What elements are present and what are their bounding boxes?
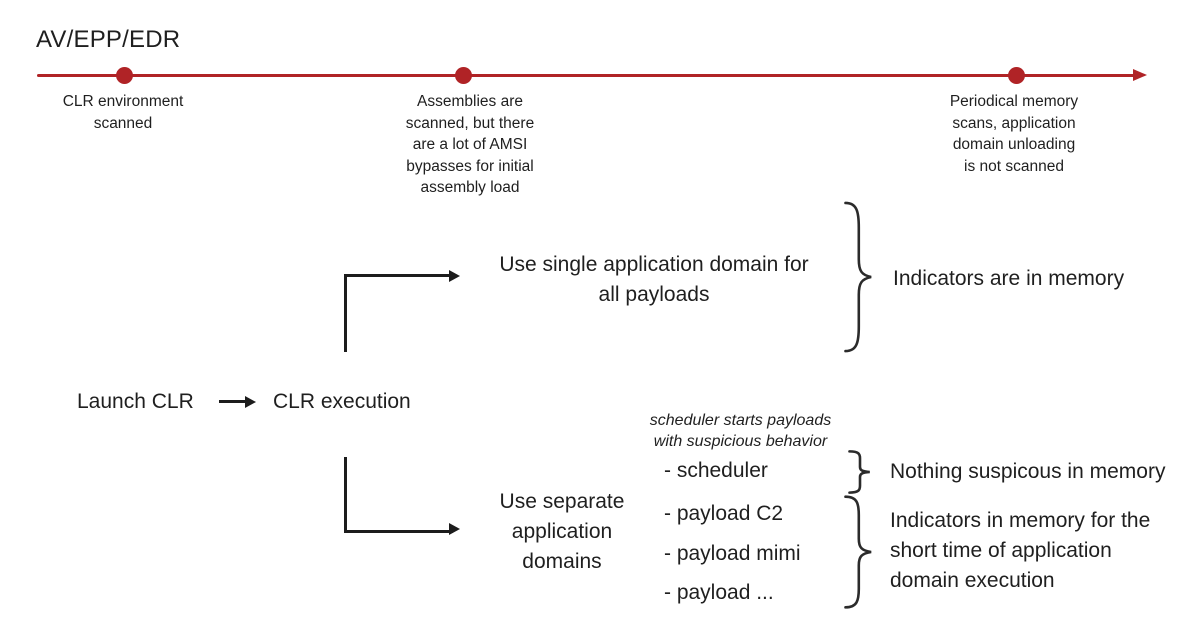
single-domain-label: Use single application domain for all pa… [499,253,809,306]
indicators-short-time-label: Indicators in memory for the short time … [890,509,1151,592]
timeline-line [37,74,1135,77]
nothing-suspicious-label: Nothing suspicous in memory [890,460,1166,483]
scheduler-note: scheduler starts payloads with suspiciou… [649,412,832,450]
timeline-dot-2 [455,67,472,84]
launch-clr-label: Launch CLR [77,390,194,413]
indicators-in-memory-label: Indicators are in memory [893,267,1125,290]
branch-down-arrowhead-icon [449,522,460,535]
branch-up-arrowhead-icon [449,269,460,282]
timeline-dot-3 [1008,67,1025,84]
list-item-scheduler: - scheduler [664,459,768,482]
curly-brace-single-domain [836,198,874,356]
clr-execution-label: CLR execution [273,390,411,413]
branch-down-connector [344,457,453,533]
page-title: AV/EPP/EDR [36,26,181,53]
list-item-payload-mimi: - payload mimi [664,542,801,565]
timeline-arrowhead-icon [1133,69,1147,81]
separate-domains-label: Use separate application domains [499,490,625,573]
timeline-dot-1 [116,67,133,84]
timeline-label-periodical-scans: Periodical memory scans, application dom… [949,93,1079,175]
launch-arrow-line [219,400,246,403]
timeline-label-assemblies: Assemblies are scanned, but there are a … [405,93,535,196]
curly-brace-scheduler [842,450,872,494]
curly-brace-payloads [836,493,874,611]
list-item-payload-etc: - payload ... [664,581,774,604]
timeline-label-clr-environment: CLR environment scanned [62,93,184,132]
branch-up-connector [344,274,453,352]
launch-arrowhead-icon [245,395,256,408]
list-item-payload-c2: - payload C2 [664,502,784,525]
